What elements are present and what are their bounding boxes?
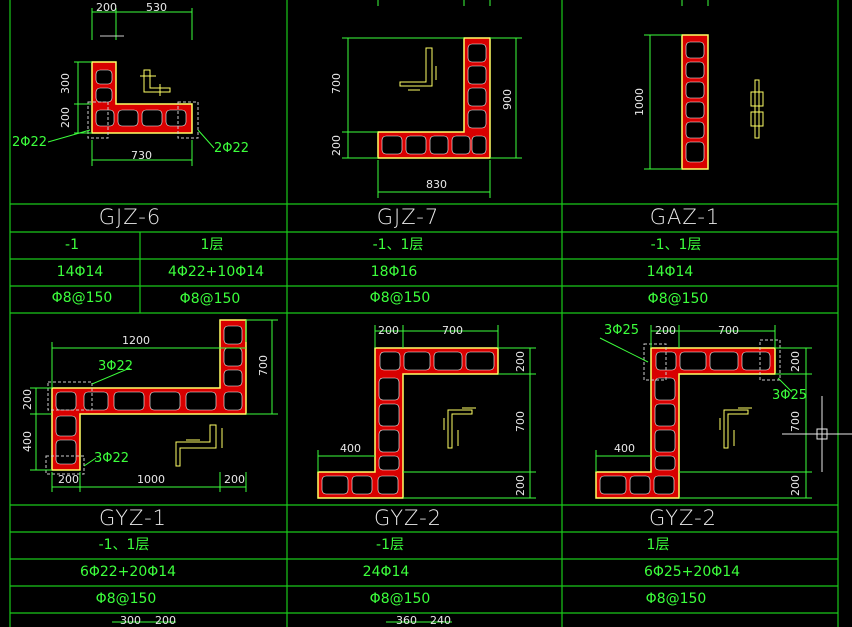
gjz6-stirrup-b: Φ8@150 <box>179 291 241 307</box>
gjz6-dim-left-b: 200 <box>59 107 72 128</box>
gyz2a-dim-right-c: 200 <box>514 475 527 496</box>
title-gyz2-b: GYZ-2 <box>648 506 718 530</box>
footer-dim-b1: 360 <box>396 614 417 627</box>
gjz7-dim-bottom: 830 <box>426 178 447 191</box>
gjz6-section <box>47 8 215 166</box>
gyz2a-dim-top-a: 200 <box>378 324 399 337</box>
gyz1-dim-left-b: 400 <box>21 431 34 452</box>
gyz2b-dim-top-b: 700 <box>718 324 739 337</box>
gyz1-dim-bot-c: 200 <box>224 473 245 486</box>
title-gjz6: GJZ-6 <box>98 205 162 229</box>
gyz2b-bar: 6Φ25+20Φ14 <box>643 564 741 580</box>
footer-dim-b2: 240 <box>430 614 451 627</box>
gjz7-dim-left-b: 200 <box>330 135 343 156</box>
gyz2b-callout-a: 3Φ25 <box>604 323 640 338</box>
gyz2a-section <box>317 325 536 499</box>
gjz7-floor: -1、1层 <box>372 237 424 253</box>
gyz2a-stirrup: Φ8@150 <box>369 591 431 607</box>
gyz2a-dim-right-a: 200 <box>514 351 527 372</box>
table-grid <box>9 0 839 627</box>
gyz2b-floor: 1层 <box>646 537 670 553</box>
gjz6-stirrup-a: Φ8@150 <box>51 290 113 306</box>
footer-dim-a1: 300 <box>120 614 141 627</box>
gjz6-floor-a: -1 <box>65 237 79 253</box>
gjz6-dim-top-a: 200 <box>96 1 117 14</box>
footer-dim-a2: 200 <box>155 614 176 627</box>
gjz6-dim-left-a: 300 <box>59 73 72 94</box>
gyz1-dim-right: 700 <box>257 355 270 376</box>
title-gaz1: GAZ-1 <box>649 205 721 229</box>
gyz2b-section <box>595 325 852 499</box>
gyz1-section <box>30 319 278 492</box>
gyz2a-floor: -1层 <box>376 537 404 553</box>
gyz2a-bar: 24Φ14 <box>362 564 410 580</box>
gyz1-callout-b: 3Φ22 <box>94 451 130 466</box>
gjz6-dim-top-b: 530 <box>146 1 167 14</box>
gyz1-dim-bot-a: 200 <box>58 473 79 486</box>
gyz1-stirrup: Φ8@150 <box>95 591 157 607</box>
gyz2a-dim-top-b: 700 <box>442 324 463 337</box>
gyz1-floor: -1、1层 <box>98 537 150 553</box>
gyz2b-callout-b: 3Φ25 <box>772 388 808 403</box>
gyz2b-dim-right-b: 700 <box>789 411 802 432</box>
gjz7-dim-left-a: 700 <box>330 73 343 94</box>
gjz7-section <box>342 0 522 198</box>
gyz2b-dim-right-a: 200 <box>789 351 802 372</box>
gjz6-bar-a: 14Φ14 <box>56 264 104 280</box>
gjz7-bar: 18Φ16 <box>370 264 418 280</box>
gjz6-bar-b: 4Φ22+10Φ14 <box>167 264 265 280</box>
gyz1-dim-left-a: 200 <box>21 389 34 410</box>
gaz1-dim-left: 1000 <box>633 88 646 116</box>
gaz1-stirrup: Φ8@150 <box>647 291 709 307</box>
gjz6-callout-b: 2Φ22 <box>214 141 250 156</box>
gaz1-bar: 14Φ14 <box>646 264 694 280</box>
gyz2b-dim-top-a: 200 <box>655 324 676 337</box>
gjz7-stirrup: Φ8@150 <box>369 290 431 306</box>
gjz6-callout-a: 2Φ22 <box>12 135 48 150</box>
gaz1-floor: -1、1层 <box>650 237 702 253</box>
gjz7-dim-right: 900 <box>501 89 514 110</box>
title-gyz2-a: GYZ-2 <box>373 506 443 530</box>
gyz2a-dim-mid: 400 <box>340 442 361 455</box>
gyz2b-stirrup: Φ8@150 <box>645 591 707 607</box>
gyz1-dim-top: 1200 <box>122 334 150 347</box>
gyz2b-dim-right-c: 200 <box>789 475 802 496</box>
gjz6-floor-b: 1层 <box>200 237 224 253</box>
gaz1-section <box>644 0 764 170</box>
title-gyz1: GYZ-1 <box>98 506 168 530</box>
gyz1-dim-bot-b: 1000 <box>137 473 165 486</box>
gyz2b-dim-mid: 400 <box>614 442 635 455</box>
title-gjz7: GJZ-7 <box>376 205 440 229</box>
gyz2a-dim-right-b: 700 <box>514 411 527 432</box>
gyz1-callout-a: 3Φ22 <box>98 359 134 374</box>
gjz6-dim-bottom: 730 <box>131 149 152 162</box>
gyz1-bar: 6Φ22+20Φ14 <box>79 564 177 580</box>
crosshair-cursor-icon <box>782 396 852 472</box>
